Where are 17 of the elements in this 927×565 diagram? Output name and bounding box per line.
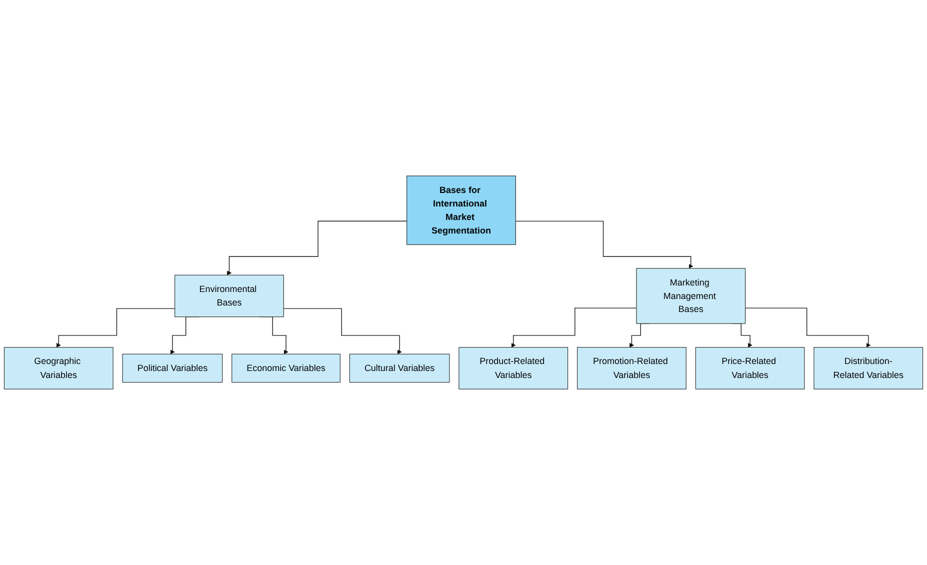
node-box: Product-Related Variables [458,347,568,390]
node-box: Economic Variables [232,354,340,383]
arrow [515,220,694,269]
arrow [283,308,402,354]
arrow [56,308,176,348]
node-box: Price-Related Variables [695,347,805,390]
node-box: Bases for International Market Segmentation [406,176,516,245]
node-box: Environmental Bases [174,274,284,318]
arrow [511,308,637,348]
arrow [744,308,871,348]
node-box: Political Variables [122,354,223,383]
node-box: Promotion-Related Variables [577,347,686,390]
arrow [226,220,408,276]
node-box: Cultural Variables [349,354,450,383]
node-box: Marketing Management Bases [636,268,746,324]
node-box: Distribution-Related Variables [814,347,924,390]
node-box: Geographic Variables [4,347,114,390]
